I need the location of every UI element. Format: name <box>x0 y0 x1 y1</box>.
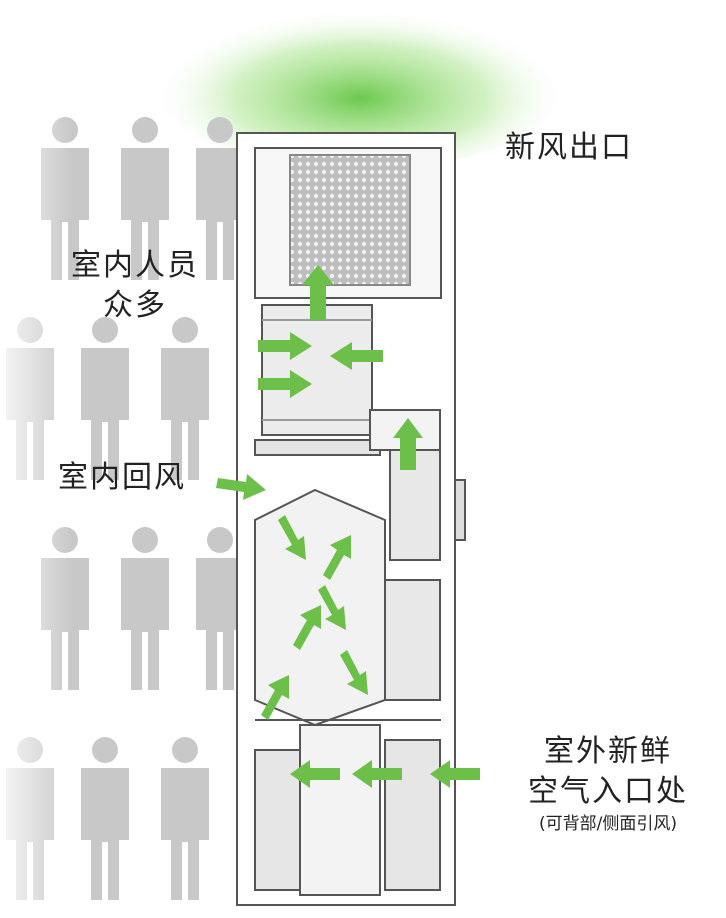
arrow-inlet-2 <box>352 760 402 788</box>
outlet-grille <box>289 154 411 286</box>
label-return-air: 室内回风 <box>58 460 186 495</box>
arrow-filter-in-3 <box>330 342 383 370</box>
arrow-hex-5 <box>340 650 368 695</box>
arrow-return-air <box>216 474 266 500</box>
arrow-hex-1 <box>278 515 306 560</box>
arrow-hex-4 <box>293 605 321 650</box>
label-inlet: 室外新鲜 空气入口处 (可背部/侧面引风) <box>495 732 721 836</box>
arrow-up-outlet <box>302 265 334 320</box>
label-people-line1: 室内人员 <box>71 248 199 283</box>
label-inlet-note: (可背部/侧面引风) <box>539 814 677 834</box>
arrow-inlet-3 <box>290 760 340 788</box>
label-inlet-line2: 空气入口处 <box>528 774 688 809</box>
arrow-hex-6 <box>261 675 289 720</box>
arrow-inlet-1 <box>430 760 480 788</box>
arrow-hex-3 <box>318 585 346 630</box>
filter-cylinder <box>261 304 373 436</box>
label-outlet: 新风出口 <box>505 130 633 165</box>
cabinet <box>236 132 466 906</box>
label-people-line2: 众多 <box>103 288 167 323</box>
arrow-filter-in-2 <box>258 370 312 398</box>
fresh-air-glow <box>150 0 570 170</box>
arrow-filter-in-1 <box>258 332 312 360</box>
label-inlet-line1: 室外新鲜 <box>544 734 672 769</box>
arrow-hex-2 <box>323 535 351 580</box>
arrow-up-fan <box>393 418 423 470</box>
label-people: 室内人员 众多 <box>50 246 220 326</box>
airflow-arrows <box>216 265 480 788</box>
